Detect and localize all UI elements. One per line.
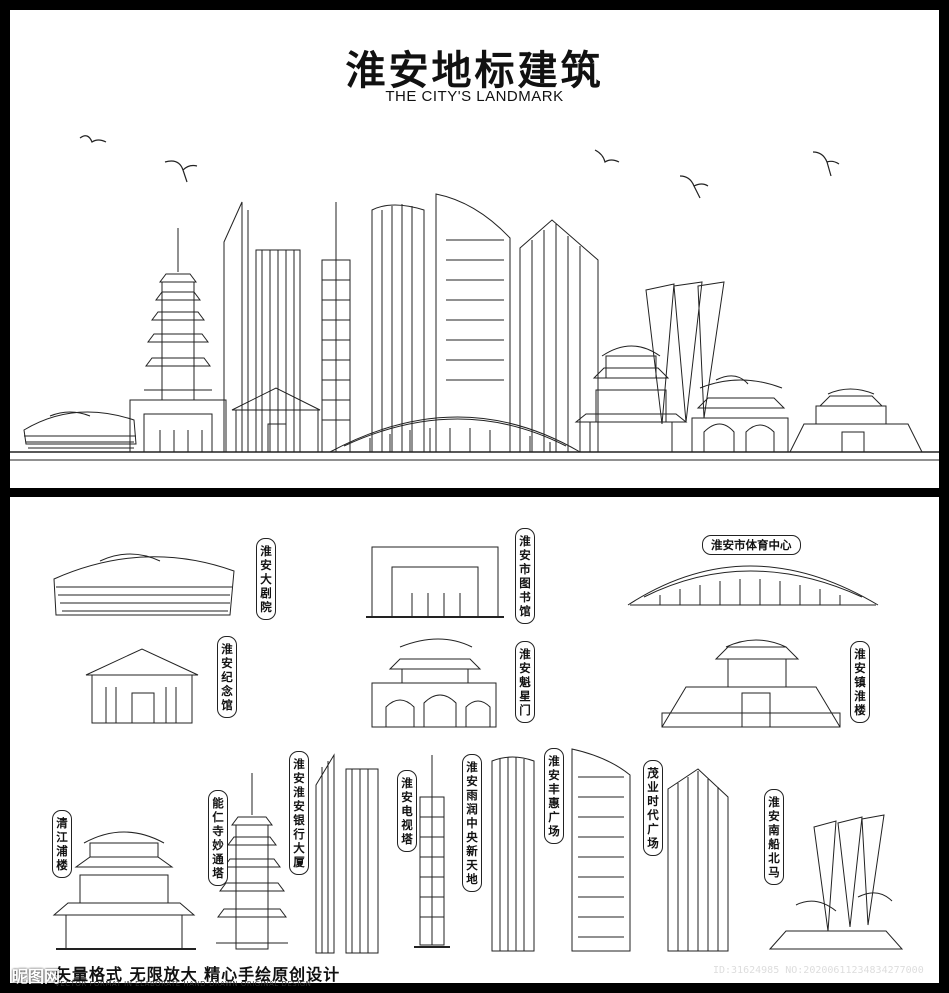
- bird-icon: [79, 135, 840, 199]
- label-library: 淮安市图书馆: [515, 528, 535, 624]
- label-theatre: 淮安大剧院: [256, 538, 276, 620]
- library-drawing: [366, 546, 504, 618]
- chuanbei-sculpture: [645, 281, 749, 425]
- label-maoye: 茂业时代广场: [643, 760, 663, 856]
- zhenhuai-tower: [789, 388, 923, 453]
- theatre-building: [23, 411, 137, 449]
- label-sports: 淮安市体育中心: [702, 535, 801, 555]
- qingjiang-drawing: [52, 831, 196, 950]
- watermark-logo: 昵图网: [12, 967, 61, 986]
- theatre-drawing: [53, 553, 235, 616]
- sports-drawing: [627, 565, 879, 606]
- yurun-tower-drawing: [491, 756, 535, 952]
- label-memorial: 淮安纪念馆: [217, 636, 237, 718]
- label-yurun: 淮安雨润中央新天地: [462, 754, 482, 892]
- catalog-panel: 淮安大剧院 淮安市图书馆 淮安市体育中心 淮安纪念馆 淮安魁星门 淮安镇淮楼 清…: [10, 497, 939, 988]
- catalog-illustration: [52, 546, 904, 954]
- library-building: [129, 399, 227, 453]
- skyline-panel: 淮安地标建筑 THE CITY'S LANDMARK: [10, 10, 939, 488]
- zhenhuai-drawing: [661, 639, 841, 728]
- maoye-tower-drawing: [667, 768, 729, 952]
- label-chuanbei: 淮安南船北马: [764, 789, 784, 885]
- label-bank: 淮安淮安银行大厦: [289, 751, 309, 875]
- pagoda-building: [144, 228, 212, 401]
- qingjiang-building: [574, 345, 688, 453]
- bank-tower-drawing: [315, 753, 379, 954]
- sports-center: [329, 416, 581, 453]
- chuanbei-drawing: [768, 814, 904, 950]
- watermark-id: ID:31624985 NO:20200611234834277000: [713, 965, 924, 976]
- label-tvtower: 淮安电视塔: [397, 770, 417, 852]
- label-zhenhuai: 淮安镇淮楼: [850, 641, 870, 723]
- memorial-building: [231, 387, 321, 453]
- label-fenghui: 淮安丰惠广场: [544, 748, 564, 844]
- page-subtitle: THE CITY'S LANDMARK: [385, 88, 564, 105]
- page-title: 淮安地标建筑: [345, 48, 604, 94]
- pagoda-drawing: [216, 773, 288, 950]
- tv-tower-drawing: [414, 755, 450, 948]
- kuixing-drawing: [371, 638, 497, 728]
- label-qingjiang: 清江浦楼: [52, 810, 72, 878]
- footer-tagline-en: VECTOR FORMAT IN ELABORATE HAND-DRAWN OR…: [55, 980, 312, 988]
- memorial-drawing: [85, 648, 199, 724]
- label-nengren: 能仁寺妙通塔: [208, 790, 228, 886]
- skyline-illustration: [10, 135, 939, 461]
- kuixing-gate: [691, 379, 789, 453]
- fenghui-tower-drawing: [571, 748, 631, 952]
- label-kuixing: 淮安魁星门: [515, 641, 535, 723]
- footer-tagline: 矢量格式 无限放大 精心手绘原创设计: [55, 965, 341, 984]
- towers: [223, 193, 599, 453]
